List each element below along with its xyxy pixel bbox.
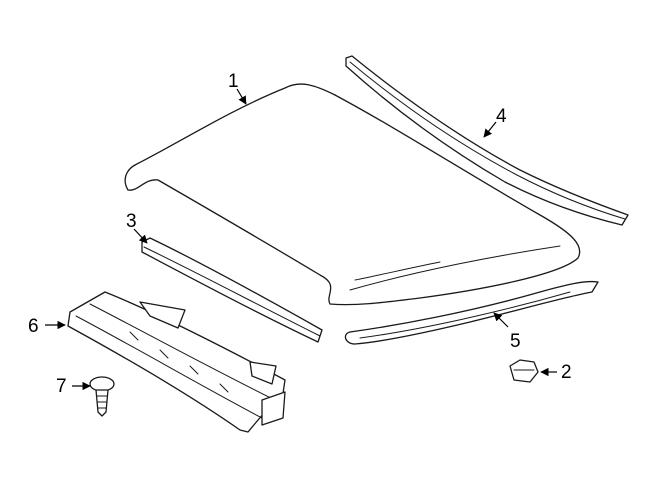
callout-label-4: 4 (496, 106, 507, 127)
callout-5: 5 (493, 312, 521, 352)
leader-3 (133, 228, 148, 244)
callout-label-2: 2 (561, 362, 572, 383)
duct-assembly (67, 291, 286, 433)
callout-label-5: 5 (510, 331, 521, 352)
leader-4 (483, 121, 497, 138)
push-clip (89, 376, 115, 417)
callout-label-1: 1 (228, 71, 239, 92)
callout-label-7: 7 (56, 376, 67, 397)
seal-strip-right (344, 280, 599, 345)
callout-1: 1 (228, 71, 247, 105)
callout-6: 6 (28, 316, 66, 337)
callout-4: 4 (483, 106, 507, 138)
hood-panel (124, 83, 581, 306)
seal-strip-left (141, 237, 323, 343)
callout-label-3: 3 (126, 211, 137, 232)
callout-3: 3 (126, 211, 148, 244)
hood-weatherstrip (345, 55, 629, 226)
callout-7: 7 (56, 376, 91, 397)
retainer-nut (509, 359, 539, 383)
callout-2: 2 (540, 362, 572, 383)
leader-5 (493, 312, 509, 328)
callout-label-6: 6 (28, 316, 39, 337)
leader-1 (236, 88, 247, 105)
